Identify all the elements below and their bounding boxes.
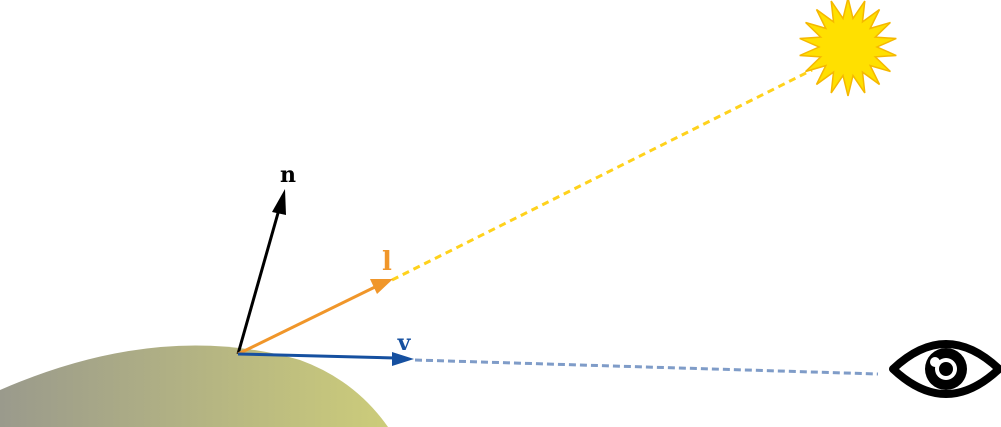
eye-icon xyxy=(889,340,1001,398)
surface-shape xyxy=(0,345,388,427)
light-label: l xyxy=(382,247,392,277)
view-vector xyxy=(237,352,414,366)
view-ray-dashed xyxy=(414,358,879,376)
light-vector xyxy=(237,279,393,356)
view-label: v xyxy=(397,330,412,356)
sun-icon xyxy=(799,0,897,97)
light-ray-dashed xyxy=(391,68,813,282)
normal-vector xyxy=(236,189,286,355)
normal-label: n xyxy=(280,162,296,188)
